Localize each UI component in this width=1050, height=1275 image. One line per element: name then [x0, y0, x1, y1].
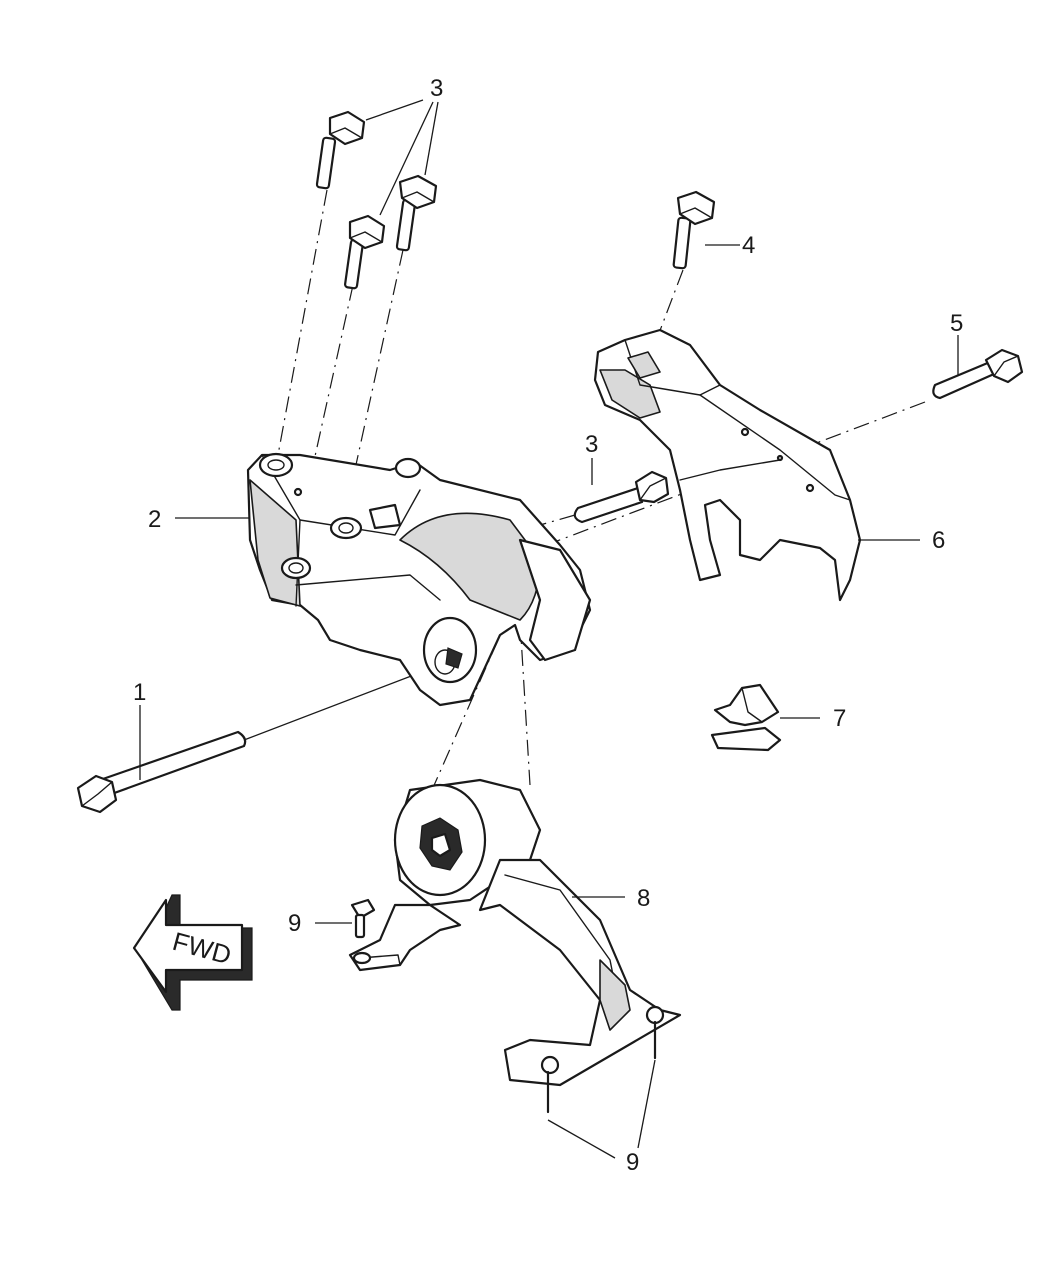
callout-2: 2 — [148, 506, 161, 533]
clip-7 — [710, 683, 782, 752]
callout-3-mid: 3 — [585, 431, 598, 458]
callout-1: 1 — [133, 679, 146, 706]
bolt-3-horizontal — [573, 470, 670, 524]
fwd-arrow: FWD — [132, 894, 253, 1011]
callout-7: 7 — [833, 705, 846, 732]
bolt-3-right — [395, 174, 438, 252]
callout-9-bottom: 9 — [626, 1149, 639, 1176]
isolator-mount-8 — [348, 778, 682, 1114]
bolt-3-top-left — [315, 110, 366, 190]
callout-3-top: 3 — [430, 75, 443, 102]
long-bolt-1 — [76, 730, 247, 814]
bracket-6 — [593, 328, 862, 602]
callout-numbers: 3 4 5 3 2 6 1 7 8 9 9 — [133, 75, 963, 1176]
bolt-3-middle — [344, 214, 386, 290]
bracket-2 — [246, 452, 592, 707]
callout-4: 4 — [742, 232, 755, 259]
bolt-5 — [932, 348, 1024, 400]
callout-9-left: 9 — [288, 910, 301, 937]
callout-6: 6 — [932, 527, 945, 554]
callout-5: 5 — [950, 310, 963, 337]
callout-leaders — [139, 99, 959, 1159]
callout-8: 8 — [637, 885, 650, 912]
stud-9-left — [350, 898, 376, 939]
bolt-4 — [672, 190, 716, 270]
